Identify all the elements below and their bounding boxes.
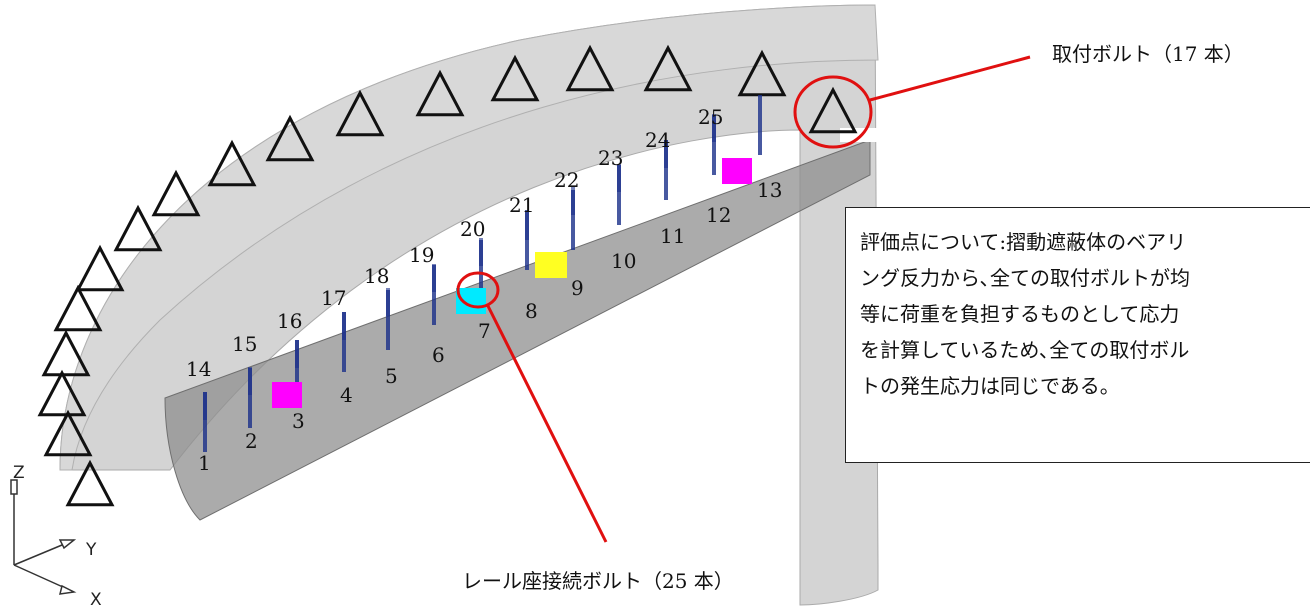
bolt-label-14: 14	[186, 357, 211, 381]
rail-bolt-25	[712, 114, 716, 142]
bolt-label-24: 24	[645, 128, 670, 152]
note-line: トの発生応力は同じである。	[860, 374, 1120, 398]
rail-bolt-6	[432, 265, 436, 325]
mounting-bolt-triangle-1	[65, 459, 115, 507]
bolt-number-labels: 1234567891011121314151617181920212223242…	[186, 105, 782, 475]
rail-bolt-22	[571, 187, 575, 215]
shell-top-face	[59, 4, 879, 471]
rail-seat-bolts	[203, 95, 762, 452]
rail-bolt-12	[712, 115, 716, 175]
rail-bolt-20	[479, 238, 483, 266]
mounting-bolt-triangle-3	[37, 369, 87, 417]
note-line: ング反力から､全ての取付ボルトが均	[860, 266, 1190, 290]
highlight-ring-mounting-bolt	[793, 75, 873, 149]
rail-bolt-11	[664, 140, 668, 200]
bolt-label-5: 5	[385, 364, 398, 388]
bolt-label-16: 16	[277, 309, 302, 333]
leader-line-rail-bolt	[486, 305, 608, 543]
magenta-block-3	[272, 382, 302, 408]
mounting-bolt-triangle-4	[41, 329, 91, 377]
cyan-block-7	[456, 288, 486, 314]
rail-bolt-10	[617, 165, 621, 225]
rail-bolt-18	[386, 288, 390, 316]
bolt-label-9: 9	[571, 276, 584, 300]
axis-y-label: Y	[85, 540, 97, 560]
leader-line-mounting-bolt	[869, 55, 1031, 102]
mounting-bolt-triangle-12	[415, 69, 465, 117]
bolt-label-10: 10	[611, 249, 636, 273]
rail-bolt-4	[342, 312, 346, 372]
rail-bolt-17	[342, 312, 346, 340]
evaluation-note-text: 評価点について:摺動遮蔽体のベアリ ング反力から､全ての取付ボルトが均 等に荷重…	[860, 224, 1310, 404]
mounting-bolt-triangle-5	[53, 284, 103, 332]
axis-x-label: X	[90, 590, 102, 610]
rail-bolt-1	[203, 392, 207, 452]
bolt-label-13: 13	[757, 178, 782, 202]
bolt-label-25: 25	[698, 105, 723, 129]
bolt-label-6: 6	[432, 343, 445, 367]
bolt-label-11: 11	[660, 224, 685, 248]
bolt-label-21: 21	[509, 193, 534, 217]
yellow-block-9	[535, 252, 567, 278]
note-line: 評価点について:摺動遮蔽体のベアリ	[860, 230, 1187, 254]
evaluation-note-box: 評価点について:摺動遮蔽体のベアリ ング反力から､全ての取付ボルトが均 等に荷重…	[845, 207, 1310, 463]
bolt-label-23: 23	[598, 146, 623, 170]
mounting-bolt-triangle-13	[490, 54, 540, 102]
rail-bolt-23	[617, 164, 621, 192]
axis-z-label: Z	[13, 463, 25, 483]
mounting-bolt-triangle-15	[643, 44, 693, 92]
bolt-label-1: 1	[198, 451, 211, 475]
bolt-label-3: 3	[292, 409, 305, 433]
note-line: を計算しているため､全ての取付ボル	[860, 338, 1190, 362]
bolt-label-17: 17	[321, 286, 346, 310]
bolt-label-15: 15	[232, 332, 257, 356]
mounting-bolt-triangle-6	[75, 244, 125, 292]
rail-bolt-2	[248, 368, 252, 428]
mounting-bolt-markers	[37, 44, 858, 507]
mounting-bolt-triangle-16	[737, 49, 787, 97]
rail-bolt-24	[664, 140, 668, 168]
bolt-label-18: 18	[364, 264, 389, 288]
rail-bolt-19	[432, 264, 436, 292]
mounting-bolt-triangle-11	[335, 89, 385, 137]
rail-bolt-21	[525, 212, 529, 240]
bolt-label-4: 4	[340, 383, 353, 407]
mounting-bolt-triangle-8	[151, 169, 201, 217]
mounting-bolt-triangle-9	[207, 139, 257, 187]
bolt-label-12: 12	[706, 203, 731, 227]
rail-bolt-14	[203, 392, 207, 420]
mounting-bolt-triangle-14	[565, 44, 615, 92]
rail-bolt-5	[386, 290, 390, 350]
mounting-bolt-triangle-10	[265, 114, 315, 162]
bolt-label-2: 2	[245, 429, 258, 453]
bolt-label-7: 7	[478, 319, 491, 343]
bolt-label-19: 19	[409, 243, 434, 267]
rail-bolt-3	[295, 340, 299, 400]
rail-bolt-13	[758, 95, 762, 155]
mounting-bolt-triangle-7	[113, 204, 163, 252]
mounting-bolt-callout: 取付ボルト（17 本）	[1052, 42, 1244, 66]
rail-seat-bolt-callout: レール座接続ボルト（25 本）	[462, 569, 734, 593]
rail-bolt-15	[248, 367, 252, 395]
rail-bolt-9	[571, 190, 575, 250]
note-line: 等に荷重を負担するものとして応力	[860, 302, 1180, 326]
mounting-bolt-triangle-2	[43, 409, 93, 457]
rail-bolt-16	[295, 340, 299, 368]
bolt-label-8: 8	[525, 299, 538, 323]
rail-bolt-7	[479, 240, 483, 300]
highlight-ring-rail-bolt	[456, 271, 500, 309]
rail-body	[164, 139, 871, 521]
bolt-label-20: 20	[460, 217, 485, 241]
axis-triad	[10, 479, 77, 595]
bolt-label-22: 22	[554, 168, 579, 192]
mounting-bolt-triangle-17	[808, 86, 858, 134]
magenta-block-13	[722, 158, 752, 184]
